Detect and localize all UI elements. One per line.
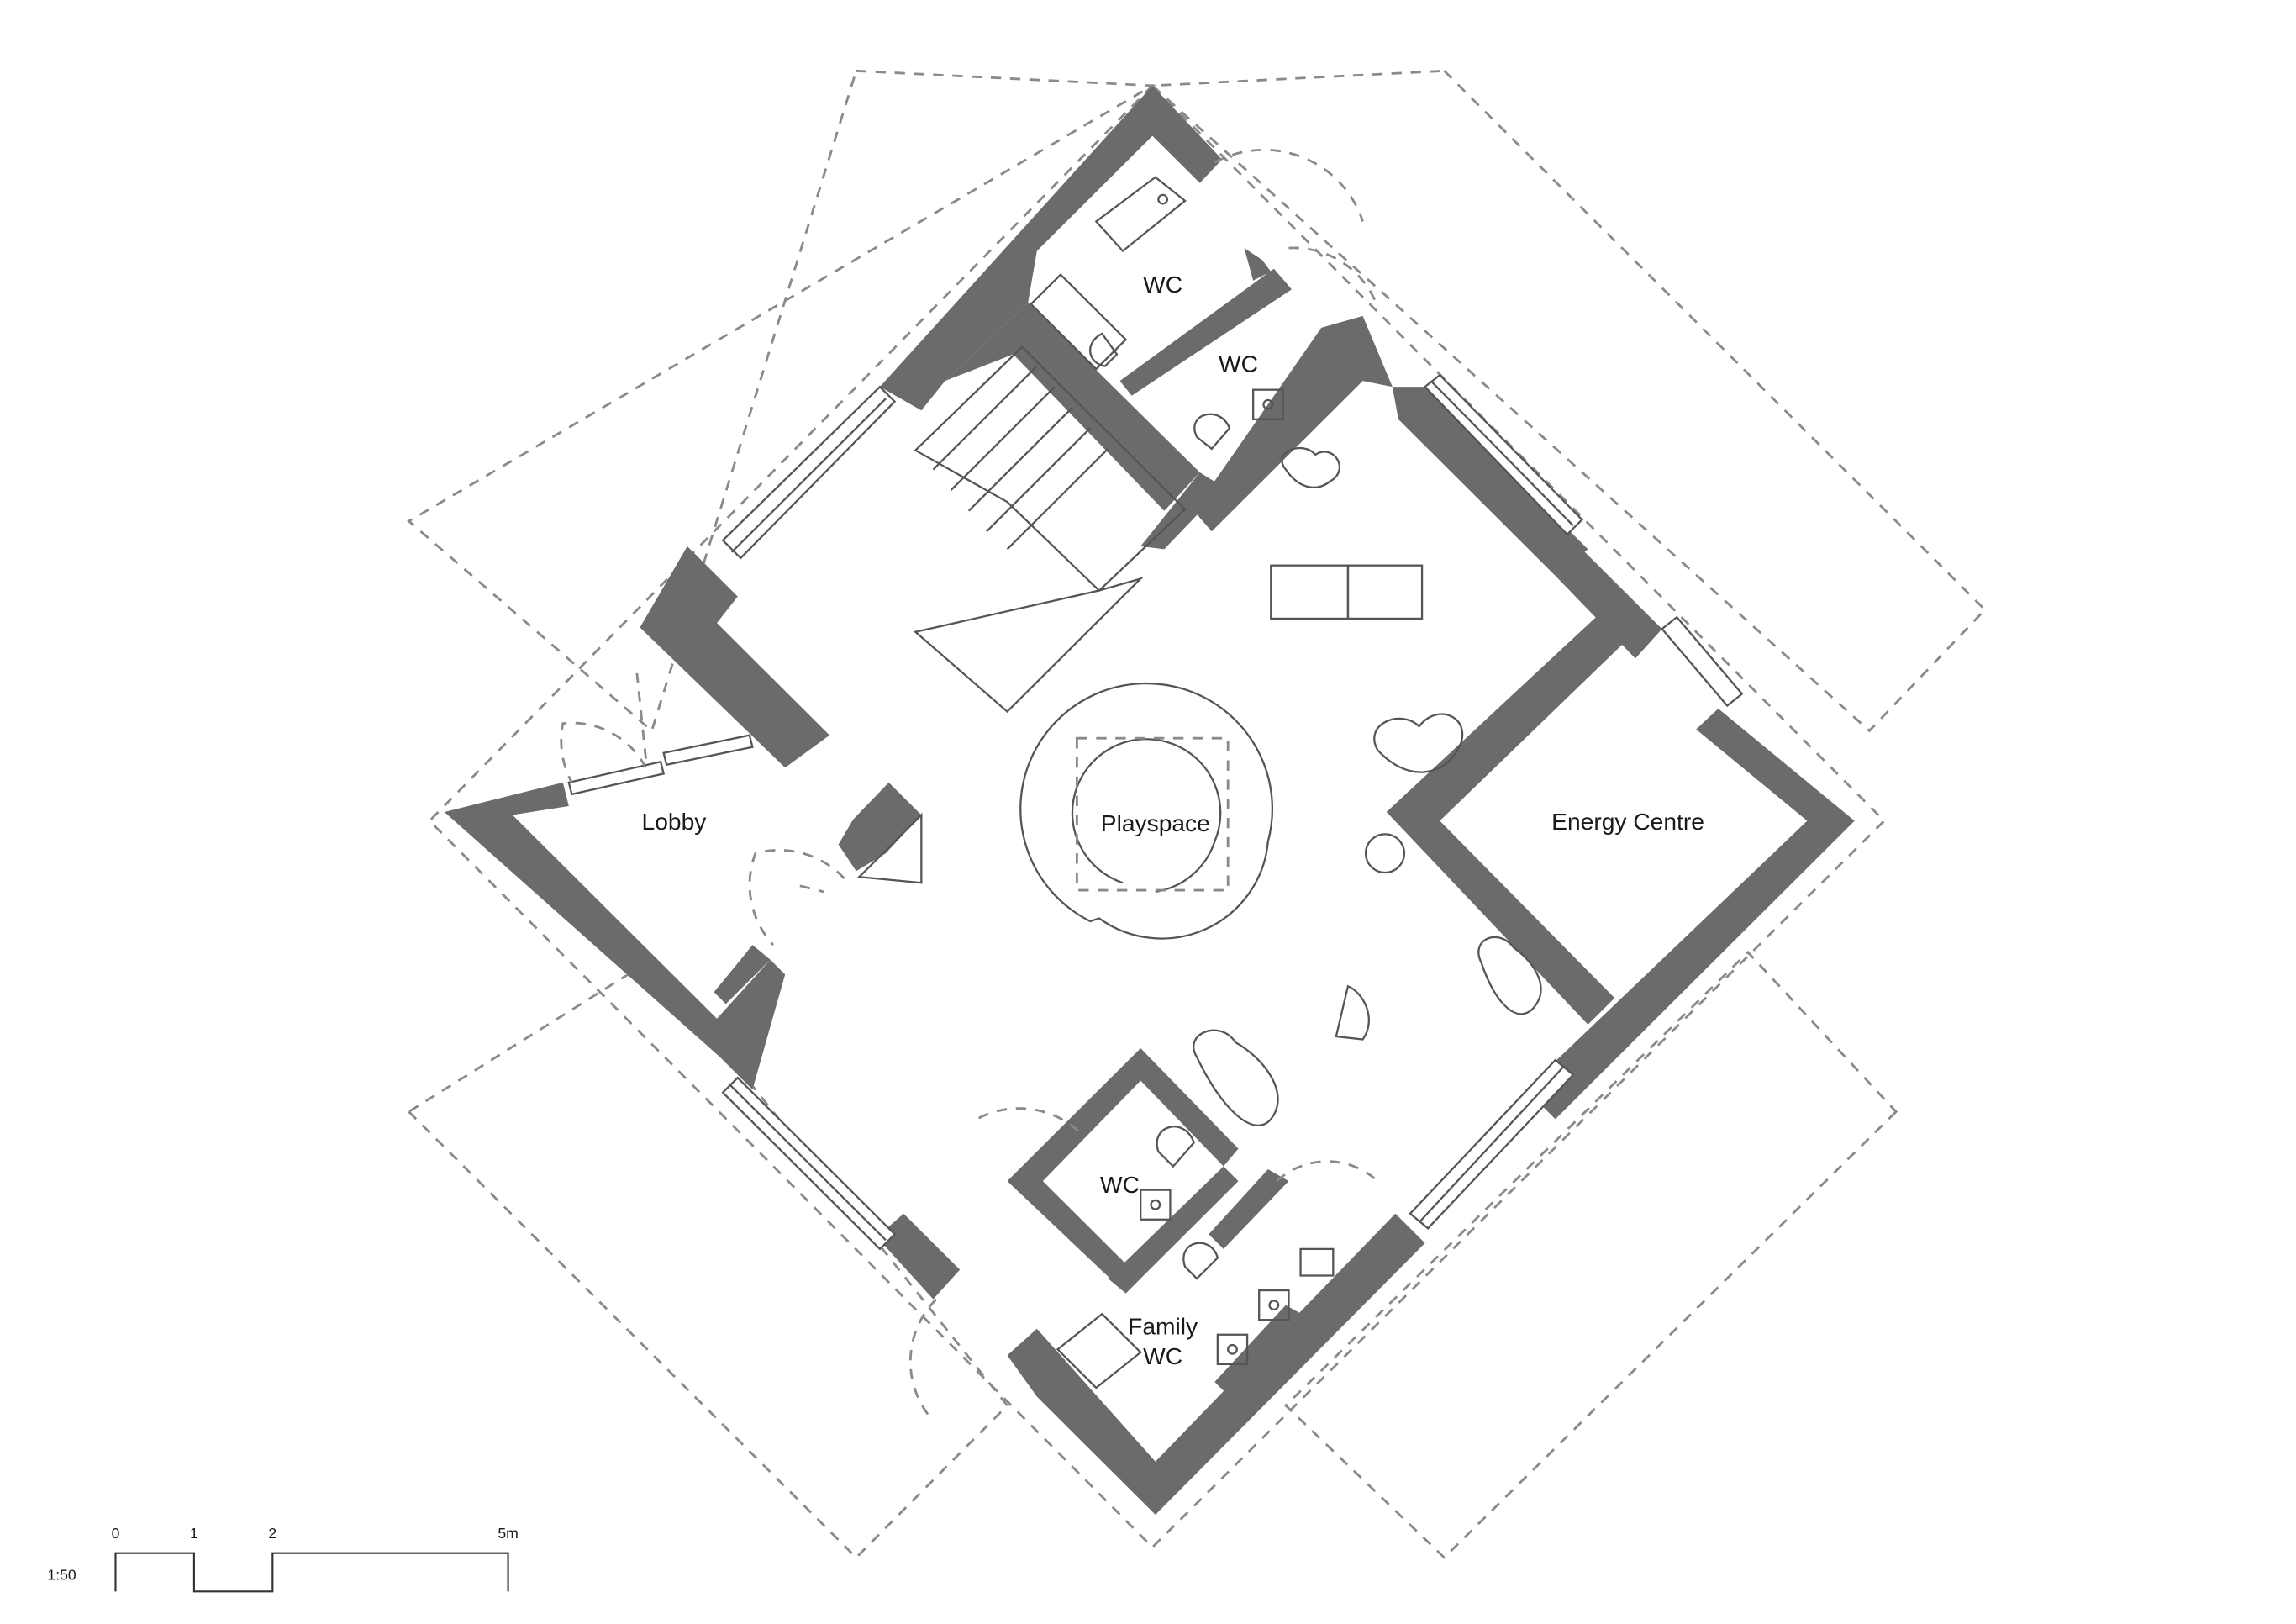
scale-ratio: 1:50 (47, 1566, 76, 1583)
roof-outline (407, 69, 1987, 1559)
room-label-wc-upper-right: WC (1219, 351, 1258, 377)
scale-bar: 1:50 0 1 2 5m (47, 1525, 519, 1593)
room-label-energy-centre: Energy Centre (1551, 809, 1704, 835)
scale-tick-2: 2 (268, 1525, 276, 1542)
scale-tick-5m: 5m (498, 1525, 518, 1542)
room-labels: WC WC Lobby Playspace Energy Centre WC F… (642, 272, 1704, 1369)
windows (567, 373, 1744, 1251)
outer-walls (444, 85, 1855, 1516)
scale-tick-0: 0 (112, 1525, 120, 1542)
door-swings (560, 148, 1379, 1418)
furniture (856, 446, 1542, 1126)
room-label-wc-lower: WC (1100, 1172, 1140, 1198)
room-label-wc-upper-left: WC (1143, 272, 1182, 298)
interior-walls (714, 248, 1635, 1397)
playspace-feature (1019, 682, 1274, 940)
scale-bar-line (114, 1552, 509, 1593)
room-label-lobby: Lobby (642, 809, 708, 835)
sanitary-fixtures (1030, 176, 1335, 1389)
room-label-family-wc-line2: WC (1143, 1343, 1182, 1369)
staircase (913, 345, 1187, 714)
scale-tick-1: 1 (190, 1525, 198, 1542)
room-label-playspace: Playspace (1101, 810, 1210, 836)
room-label-family-wc-line1: Family (1128, 1314, 1198, 1340)
